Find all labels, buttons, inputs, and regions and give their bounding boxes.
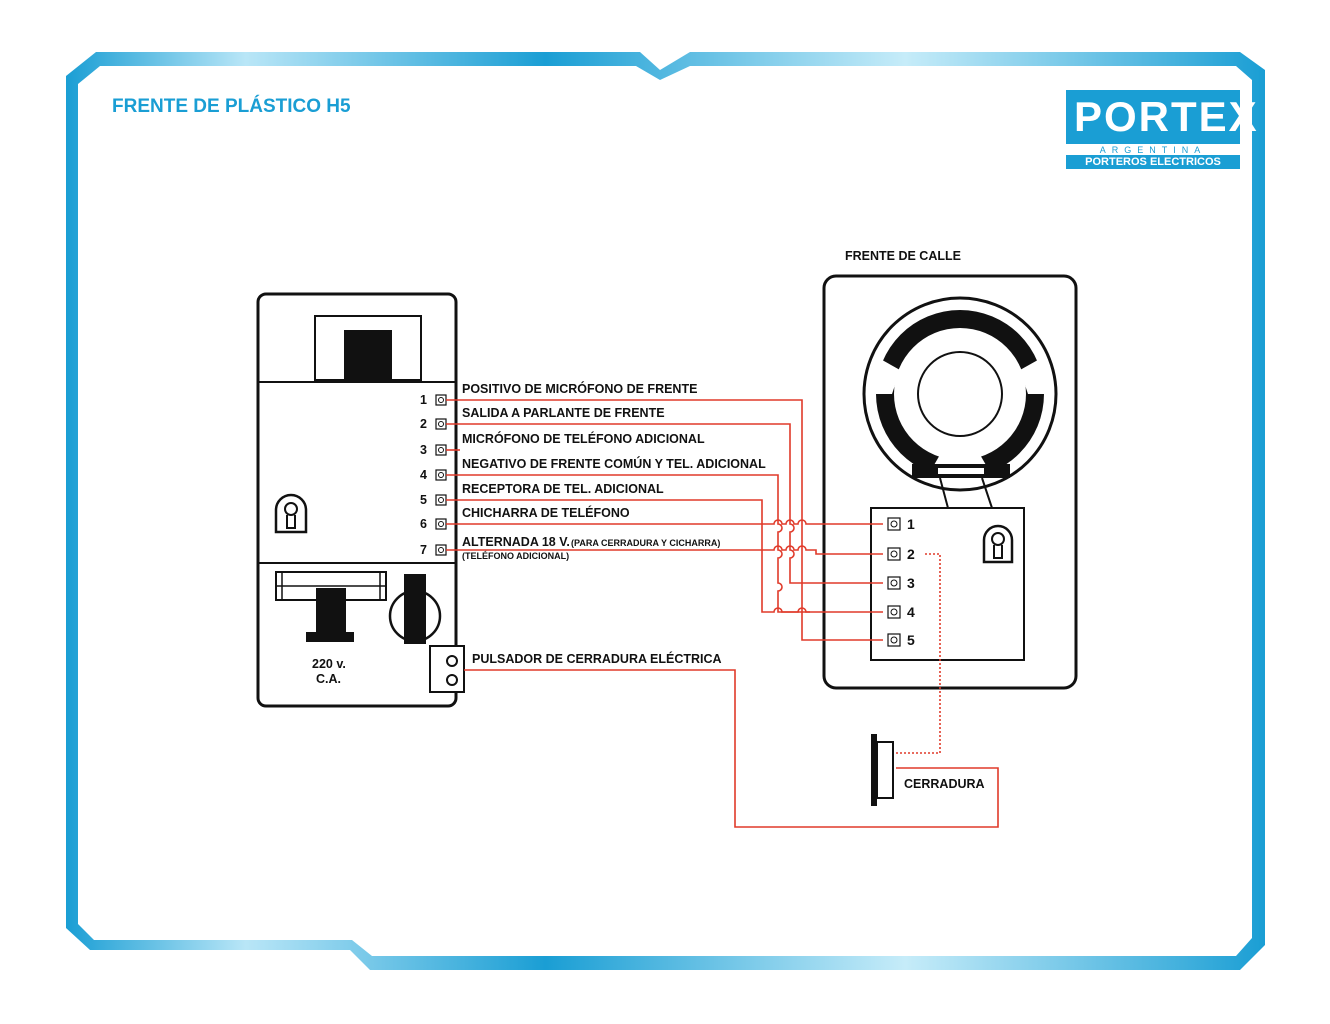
screw-icon [438,497,444,503]
terminal-label: RECEPTORA DE TEL. ADICIONAL [462,482,664,496]
screw-icon [438,547,444,553]
terminal-label: MICRÓFONO DE TELÉFONO ADICIONAL [462,431,705,446]
terminal-note: (TELÉFONO ADICIONAL) [462,551,569,561]
wire-lock-dotted [896,553,941,754]
fuse-icon [388,574,442,644]
terminal-number: 1 [907,516,915,532]
screw-terminal-icon [435,518,447,530]
wire-5 [446,499,810,613]
page-title: FRENTE DE PLÁSTICO H5 [112,96,351,117]
logo-name: PORTEX [1074,93,1259,140]
wire-4 [446,474,883,613]
screw-terminal-icon [887,517,901,531]
terminal-label: POSITIVO DE MICRÓFONO DE FRENTE [462,381,697,396]
street-terminal-block: 1 2 3 4 5 [887,516,915,648]
terminal-number: 3 [420,443,427,457]
street-terminal-2: 2 [887,546,915,562]
screw-terminal-icon [887,633,901,647]
terminal-number: 2 [420,417,427,431]
screw-icon [438,472,444,478]
screw-terminal-icon [435,394,447,406]
left-terminal-block: 1 POSITIVO DE MICRÓFONO DE FRENTE 2 SALIDA … [420,381,766,561]
screw-terminal-icon [435,494,447,506]
screw-terminal-icon [887,576,901,590]
wire-7 [446,545,883,555]
speaker-icon [862,296,1058,509]
left-terminal-1: 1 POSITIVO DE MICRÓFONO DE FRENTE [420,381,697,407]
transformer-icon [275,571,387,642]
brand-logo: PORTEX ARGENTINA S.R.L. PORTEROS ELECTRI… [1066,90,1257,169]
terminal-number: 2 [907,546,915,562]
screw-terminal-icon [435,544,447,556]
wire-2 [446,423,883,584]
left-terminal-7: 7 ALTERNADA 18 V.(PARA CERRADURA Y CICHAR… [420,535,720,561]
wire-6 [446,519,883,525]
street-terminal-1: 1 [887,516,915,532]
screw-icon [438,397,444,403]
left-terminal-3: 3 MICRÓFONO DE TELÉFONO ADICIONAL [420,431,705,457]
terminal-number: 6 [420,517,427,531]
street-terminal-5: 5 [887,632,915,648]
terminal-number: 4 [420,468,427,482]
panel-mount-hole-icon [982,524,1014,564]
screw-icon [890,520,898,528]
mount-hole-icon [274,493,308,534]
terminal-label: ALTERNADA 18 V. [462,535,570,549]
screw-icon [890,550,898,558]
wire-button [464,669,999,828]
screw-icon [438,421,444,427]
terminal-number: 4 [907,604,915,620]
terminal-number: 3 [907,575,915,591]
screw-terminal-icon [435,444,447,456]
terminal-label: NEGATIVO DE FRENTE COMÚN Y TEL. ADICIONA… [462,456,766,471]
lock-push-button[interactable] [429,645,465,693]
page-frame [66,52,1265,970]
street-panel: FRENTE DE CALLE [822,249,1078,690]
lock-label: CERRADURA [904,777,985,791]
screw-icon [890,636,898,644]
terminal-number: 5 [907,632,915,648]
terminal-number: 7 [420,543,427,557]
screw-terminal-icon [887,547,901,561]
power-supply-unit: 220 v. C.A. [256,292,465,708]
screw-terminal-icon [887,605,901,619]
terminal-note: (PARA CERRADURA Y CICHARRA) [571,538,720,548]
terminal-label: CHICHARRA DE TELÉFONO [462,505,630,520]
screw-icon [438,521,444,527]
logo-box: PORTEX [1066,90,1257,144]
screw-icon [438,447,444,453]
terminal-label: SALIDA A PARLANTE DE FRENTE [462,406,665,420]
left-terminal-2: 2 SALIDA A PARLANTE DE FRENTE [420,406,665,431]
terminal-number: 1 [420,393,427,407]
button-label: PULSADOR DE CERRADURA ELÉCTRICA [472,651,722,666]
screw-terminal-icon [435,418,447,430]
terminal-number: 5 [420,493,427,507]
power-label-voltage: 220 v. [312,657,346,671]
street-terminal-4: 4 [887,604,915,620]
logo-band: PORTEROS ELECTRICOS [1066,155,1240,169]
power-label-ca: C.A. [316,672,341,686]
lock-icon [871,734,894,806]
screw-icon [890,579,898,587]
wiring [446,399,999,828]
street-panel-label: FRENTE DE CALLE [845,249,961,263]
screw-icon [890,608,898,616]
screw-terminal-icon [435,469,447,481]
left-terminal-6: 6 CHICHARRA DE TELÉFONO [420,505,630,531]
left-terminal-4: 4 NEGATIVO DE FRENTE COMÚN Y TEL. ADICION… [420,456,766,482]
street-terminal-3: 3 [887,575,915,591]
